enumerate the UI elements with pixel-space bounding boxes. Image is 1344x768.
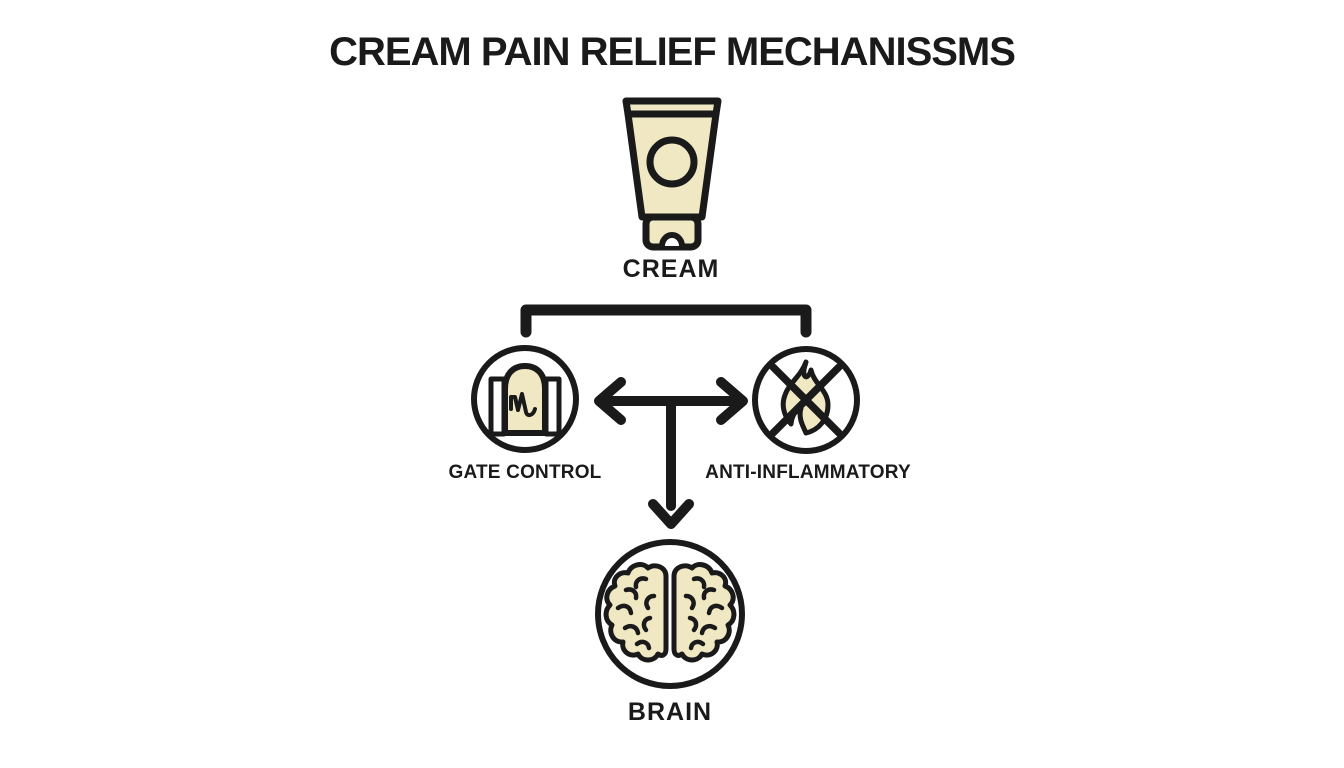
cream-tube-icon (622, 97, 722, 251)
brain-node-label: BRAIN (627, 698, 713, 726)
crossed-flame-icon (752, 346, 860, 454)
gate-pillar-left (488, 376, 507, 437)
arrowhead-down-icon (648, 499, 694, 529)
gate-signal-wave (509, 392, 537, 418)
tube-circle-badge (646, 136, 698, 188)
anti-inflammatory-label: ANTI-INFLAMMATORY (705, 462, 911, 483)
tube-crimp-top (622, 97, 722, 118)
gate-control-label: GATE CONTROL (448, 462, 602, 483)
brain-hemisphere (603, 562, 669, 663)
gate-pillar-right (543, 376, 562, 437)
brain-icon (595, 539, 745, 689)
cross-line-2 (769, 363, 843, 437)
tube-cap-detail (659, 232, 685, 249)
arrowhead-left-icon (594, 377, 626, 425)
gate-icon (471, 345, 579, 453)
branch-bracket (520, 304, 812, 338)
cream-node-label: CREAM (622, 255, 720, 283)
page-title: CREAM PAIN RELIEF MECHANISSMS (329, 30, 1016, 74)
arrowhead-right-icon (716, 377, 748, 425)
